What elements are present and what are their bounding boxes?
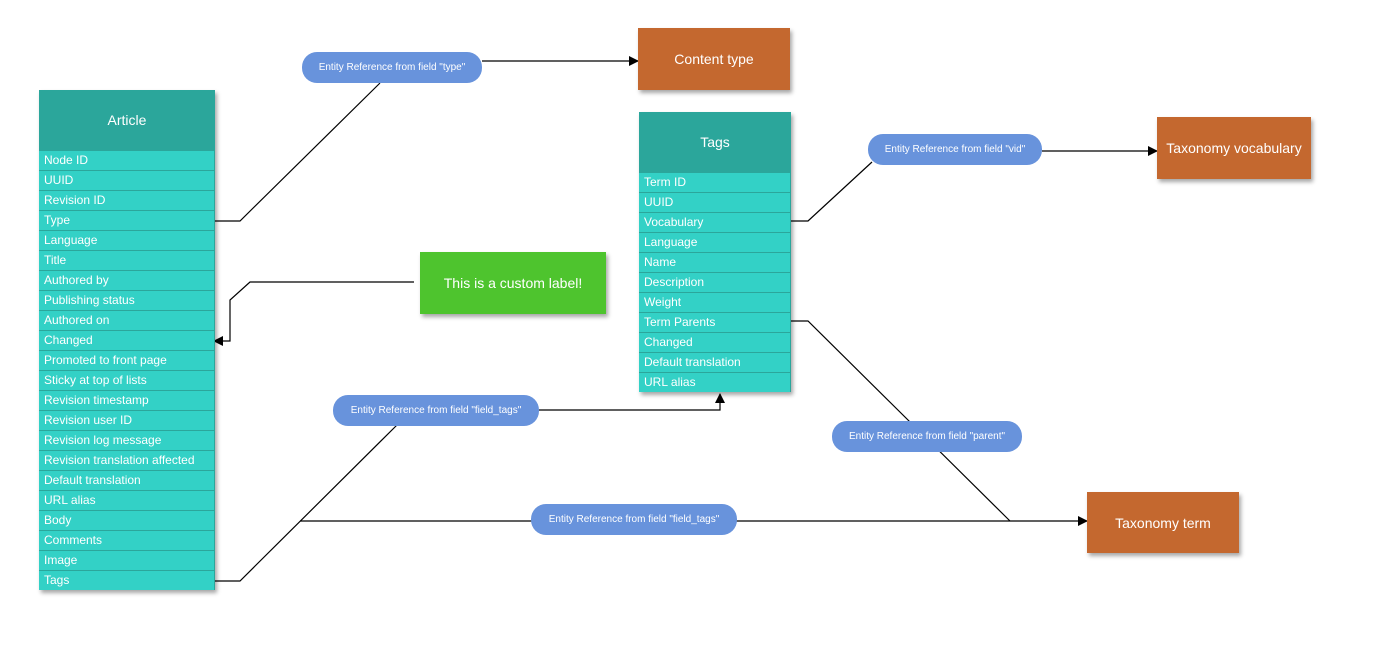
field-row[interactable]: Changed — [639, 333, 791, 352]
field-row[interactable]: Body — [39, 511, 215, 530]
connector-field-tags-to-tags — [215, 424, 398, 582]
field-row[interactable]: Term Parents — [639, 313, 791, 332]
field-row[interactable]: Type — [39, 211, 215, 230]
field-row[interactable]: Revision ID — [39, 191, 215, 210]
custom-label-box[interactable]: This is a custom label! — [420, 252, 606, 314]
target-taxonomy-term[interactable]: Taxonomy term — [1087, 492, 1239, 553]
field-row[interactable]: Revision user ID — [39, 411, 215, 430]
field-row[interactable]: Node ID — [39, 151, 215, 170]
field-row[interactable]: Publishing status — [39, 291, 215, 310]
field-row[interactable]: Promoted to front page — [39, 351, 215, 370]
field-row[interactable]: Image — [39, 551, 215, 570]
field-row[interactable]: Language — [639, 233, 791, 252]
connector-custom-label — [213, 281, 414, 346]
field-row[interactable]: Comments — [39, 531, 215, 550]
field-row[interactable]: Revision translation affected — [39, 451, 215, 470]
field-row[interactable]: Tags — [39, 571, 215, 590]
field-row[interactable]: Authored by — [39, 271, 215, 290]
field-row[interactable]: Term ID — [639, 173, 791, 192]
field-row[interactable]: Vocabulary — [639, 213, 791, 232]
connector-vid — [791, 161, 873, 222]
relation-label-field-tags-to-term[interactable]: Entity Reference from field "field_tags" — [531, 504, 737, 535]
relation-label-vid[interactable]: Entity Reference from field "vid" — [868, 134, 1042, 165]
field-row[interactable]: Revision log message — [39, 431, 215, 450]
entity-article-title: Article — [39, 90, 215, 150]
connector-type — [215, 82, 381, 222]
field-row[interactable]: Authored on — [39, 311, 215, 330]
field-row[interactable]: URL alias — [39, 491, 215, 510]
field-row[interactable]: Sticky at top of lists — [39, 371, 215, 390]
field-row[interactable]: Default translation — [39, 471, 215, 490]
field-row[interactable]: Title — [39, 251, 215, 270]
field-row[interactable]: Language — [39, 231, 215, 250]
relation-label-type[interactable]: Entity Reference from field "type" — [302, 52, 482, 83]
field-row[interactable]: URL alias — [639, 373, 791, 392]
field-row[interactable]: Changed — [39, 331, 215, 350]
relation-label-field-tags-to-tags[interactable]: Entity Reference from field "field_tags" — [333, 395, 539, 426]
connector-field-tags-to-tags-arrow — [539, 393, 725, 411]
target-content-type[interactable]: Content type — [638, 28, 790, 90]
target-taxonomy-vocabulary[interactable]: Taxonomy vocabulary — [1157, 117, 1311, 179]
field-row[interactable]: Name — [639, 253, 791, 272]
field-row[interactable]: UUID — [639, 193, 791, 212]
field-row[interactable]: Revision timestamp — [39, 391, 215, 410]
field-row[interactable]: Description — [639, 273, 791, 292]
field-row[interactable]: UUID — [39, 171, 215, 190]
field-row[interactable]: Default translation — [639, 353, 791, 372]
entity-tags-title: Tags — [639, 112, 791, 172]
relation-label-parent[interactable]: Entity Reference from field "parent" — [832, 421, 1022, 452]
field-row[interactable]: Weight — [639, 293, 791, 312]
